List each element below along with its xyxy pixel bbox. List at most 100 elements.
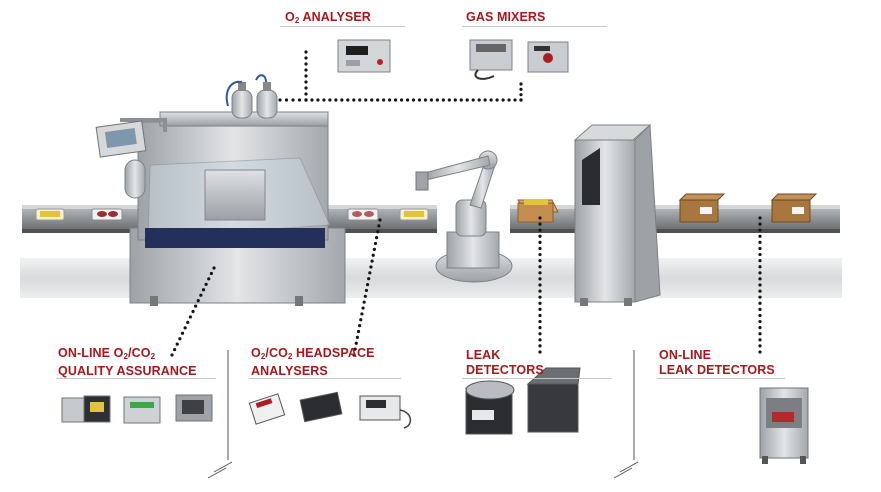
connector-dot — [194, 304, 198, 308]
connector-dot — [758, 222, 762, 226]
connector-dot — [538, 216, 542, 220]
connector-dot — [758, 246, 762, 251]
connector-dot — [513, 98, 517, 102]
connector-dot — [175, 342, 179, 346]
connector-dot — [291, 98, 295, 102]
connector-dot — [429, 98, 434, 102]
label-online-leak-detectors: ON-LINE LEAK DETECTORS — [659, 348, 775, 377]
connector-dot — [352, 98, 356, 102]
connector-dot — [353, 347, 357, 351]
connector-dot — [758, 326, 762, 330]
connector-dot — [364, 98, 368, 102]
connector-dot — [199, 293, 203, 297]
xray-tunnel-icon — [573, 123, 661, 306]
connector-dot — [304, 62, 308, 66]
connector-dot — [373, 241, 378, 246]
connector-dot — [316, 98, 320, 102]
connector-dot — [507, 98, 511, 102]
connector-dot — [399, 98, 404, 102]
connector-dot — [361, 306, 365, 310]
food-tray-icon — [35, 208, 65, 221]
connector-dot — [538, 350, 542, 354]
analyser-unit-icon — [61, 394, 213, 424]
connector-dot — [362, 300, 366, 304]
connector-dot — [365, 282, 370, 287]
label-leak-detectors: LEAK DETECTORS — [466, 348, 544, 377]
connector-dot — [758, 295, 762, 299]
connector-dot — [538, 289, 542, 293]
connector-dot — [334, 98, 338, 102]
connector-dot — [304, 74, 308, 78]
connector-dot — [538, 240, 542, 244]
connector-dot — [453, 98, 457, 102]
connector-dot — [369, 265, 373, 269]
connector-dot — [340, 98, 344, 102]
connector-dot — [196, 299, 200, 303]
connector-dot — [376, 98, 380, 102]
connector-dot — [297, 98, 302, 102]
connector-dot — [363, 294, 367, 298]
connector-dot — [370, 98, 374, 102]
connector-dot — [370, 259, 374, 263]
connector-dot — [477, 98, 481, 102]
connector-dot — [758, 259, 762, 263]
connector-dot — [538, 332, 542, 336]
connector-dot — [388, 98, 392, 102]
underline-headspace — [249, 378, 401, 379]
connector-dot — [459, 98, 463, 102]
connector-dot — [501, 98, 505, 102]
connector-dot — [354, 341, 358, 345]
cardboard-box-icon — [517, 199, 559, 223]
connector-dot — [465, 98, 469, 102]
connector-dot — [352, 353, 356, 357]
connector-dot — [178, 337, 182, 341]
section-divider-right — [613, 350, 639, 479]
connector-dot — [201, 288, 206, 292]
connector-dot — [538, 265, 542, 269]
section-divider-left — [207, 350, 233, 479]
connector-dot — [538, 326, 542, 330]
connector-dot — [758, 313, 762, 318]
connector-dot — [471, 98, 475, 102]
connector-dot — [758, 301, 762, 305]
connector-dot — [170, 353, 174, 357]
connector-dot — [346, 98, 350, 102]
connector-dot — [758, 228, 762, 232]
control-panel-icon — [95, 118, 167, 158]
connector-dot — [538, 344, 542, 348]
connector-dot — [209, 271, 213, 276]
connector-dot — [483, 98, 487, 102]
robot-arm-icon — [415, 150, 513, 283]
connector-dot — [207, 277, 211, 281]
connector-dot — [378, 218, 382, 222]
label-online-qa: ON-LINE O2/CO2 QUALITY ASSURANCE — [58, 346, 197, 378]
connector-dot — [304, 50, 308, 54]
connector-dots-headspace — [352, 218, 382, 357]
connector-dot — [538, 338, 542, 342]
connector-dot — [368, 271, 372, 275]
connector-dot — [758, 289, 762, 293]
connector-dot — [328, 98, 332, 102]
connector-dot — [538, 222, 542, 226]
connector-dot — [191, 309, 195, 314]
connector-dot — [322, 98, 326, 102]
connector-dot — [358, 324, 362, 328]
connector-dot — [188, 315, 192, 319]
connector-dot — [758, 216, 762, 220]
connector-dot — [371, 253, 375, 257]
connector-dot — [758, 344, 762, 348]
underline-online-qa — [56, 378, 216, 379]
handheld-analyser-icon — [248, 391, 412, 429]
connector-dot — [377, 224, 381, 228]
connector-dot — [173, 347, 177, 352]
connector-dot — [538, 271, 542, 275]
cardboard-box-icon — [678, 193, 726, 223]
packaging-machine-icon — [124, 111, 346, 306]
food-tray-icon — [91, 208, 123, 221]
connector-dot — [183, 326, 187, 330]
connector-dot — [538, 259, 542, 263]
connector-dot — [758, 234, 762, 238]
connector-dot — [375, 236, 379, 240]
connector-dot — [538, 252, 542, 257]
connector-dot — [447, 98, 451, 102]
